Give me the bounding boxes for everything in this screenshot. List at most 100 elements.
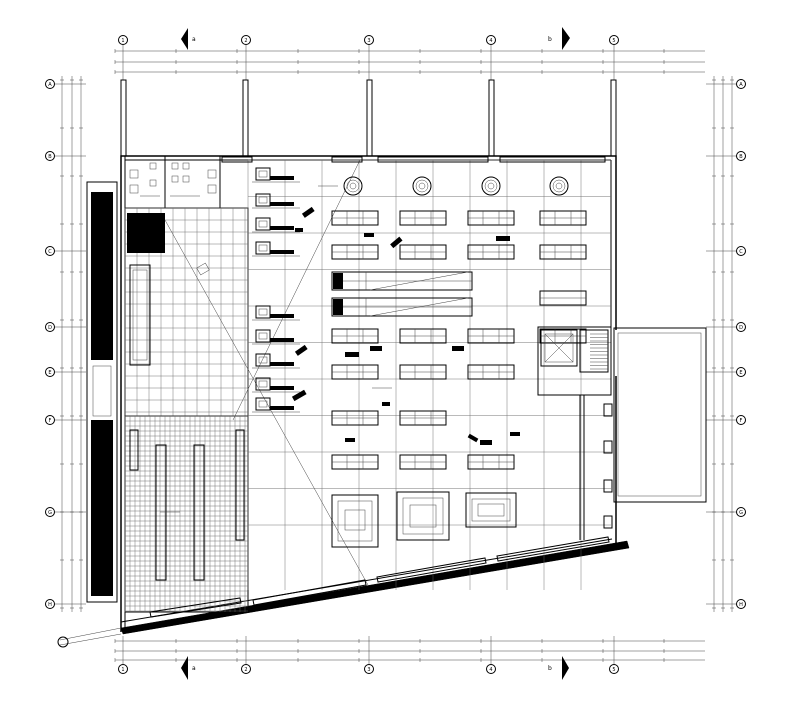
gondola-shelf [331,364,379,380]
gondola-shelf [399,410,447,426]
gondola-shelf [539,244,587,260]
grid-bubble-left-E: E [45,367,55,377]
checkout-counters [252,167,300,413]
svg-text:H: H [739,602,743,608]
annotation-marks [160,185,392,513]
svg-text:G: G [48,510,52,516]
gondola-shelf [467,364,515,380]
svg-text:B: B [48,154,52,160]
round-table [549,176,569,196]
top-dimension-lines [115,50,705,73]
gondola-shelf [467,328,515,344]
svg-text:5: 5 [612,38,615,44]
grid-bubble-bottom-5: 5 [609,664,619,674]
svg-text:1: 1 [121,38,124,44]
right-wall-items [579,395,613,540]
svg-text:b: b [548,36,552,43]
svg-text:E: E [739,370,742,376]
gondola-shelf [331,328,379,344]
grid-bubble-top-1: 1 [118,35,128,45]
gondola-shelf [331,244,379,260]
equipment-left-wall [127,213,210,366]
grid-bubbles-top: 1 2 3 4 5 [114,35,665,80]
grid-bubbles-bottom: 1 2 3 4 5 [114,636,665,674]
round-table [343,176,363,196]
section-marker-top-right: b [548,27,570,50]
checkout-counter [252,377,300,393]
svg-text:4: 4 [489,38,492,44]
svg-text:A: A [48,82,52,88]
svg-text:3: 3 [367,38,370,44]
gondola-shelf [399,328,447,344]
svg-text:A: A [739,82,743,88]
diagonal-reference-lines [164,159,369,586]
svg-text:H: H [48,602,52,608]
grid-bubble-right-A: A [736,79,746,89]
grid-bubble-bottom-1: 1 [118,664,128,674]
svg-text:C: C [48,249,52,255]
svg-text:b: b [548,665,552,672]
gondola-shelf [399,454,447,470]
scattered-furniture [291,206,520,445]
grid-bubble-right-D: D [736,322,746,332]
gondola-shelf [467,244,515,260]
checkout-counter [252,167,300,183]
grid-bubble-top-3: 3 [364,35,374,45]
grid-bubble-right-E: E [736,367,746,377]
top-wall-shelves [221,156,606,163]
svg-text:1: 1 [121,667,124,673]
checkout-counter [252,353,300,369]
grid-bubble-top-2: 2 [241,35,251,45]
gondola-shelf [331,210,379,226]
svg-text:B: B [739,154,743,160]
grid-bubble-right-F: F [736,415,746,425]
right-dimension-lines [713,76,733,612]
section-marker-top-left: a [181,28,196,50]
round-table [412,176,432,196]
svg-text:2: 2 [244,38,247,44]
checkout-counter [252,217,300,233]
svg-text:D: D [739,325,743,331]
grid-bubble-right-B: B [736,151,746,161]
restroom-block [124,155,221,209]
grid-bubble-left-B: B [45,151,55,161]
grid-bubble-bottom-3: 3 [364,664,374,674]
dense-tiled-area [124,415,249,613]
grid-bubble-bottom-4: 4 [486,664,496,674]
checkout-counter [252,241,300,257]
checkout-counter [252,193,300,209]
checkout-counter [252,397,300,413]
grid-bubble-right-C: C [736,246,746,256]
square-display-podiums [331,491,517,548]
gondola-shelf [539,290,587,306]
gondola-shelf [399,244,447,260]
grid-bubble-right-H: H [736,599,746,609]
left-dimension-lines [61,76,82,612]
svg-text:C: C [739,249,743,255]
round-display-tables [343,176,569,196]
right-terrace [613,327,707,503]
south-wall-shelving [149,536,610,618]
grid-bubble-top-4: 4 [486,35,496,45]
escalators [331,271,473,317]
shelf-gondolas [331,210,587,470]
grid-bubble-left-C: C [45,246,55,256]
section-marker-bottom-right: b [548,656,569,680]
gondola-shelf [399,364,447,380]
svg-text:5: 5 [612,667,615,673]
svg-text:3: 3 [367,667,370,673]
checkout-counter [252,329,300,345]
grid-bubble-bottom-2: 2 [241,664,251,674]
grid-bubble-left-G: G [45,507,55,517]
grid-bubble-top-5: 5 [609,35,619,45]
gondola-shelf [399,210,447,226]
svg-text:4: 4 [489,667,492,673]
lower-left-counters [129,429,245,581]
canopy-columns [120,79,617,157]
checkout-counter [252,305,300,321]
svg-text:D: D [48,325,52,331]
svg-text:E: E [48,370,51,376]
